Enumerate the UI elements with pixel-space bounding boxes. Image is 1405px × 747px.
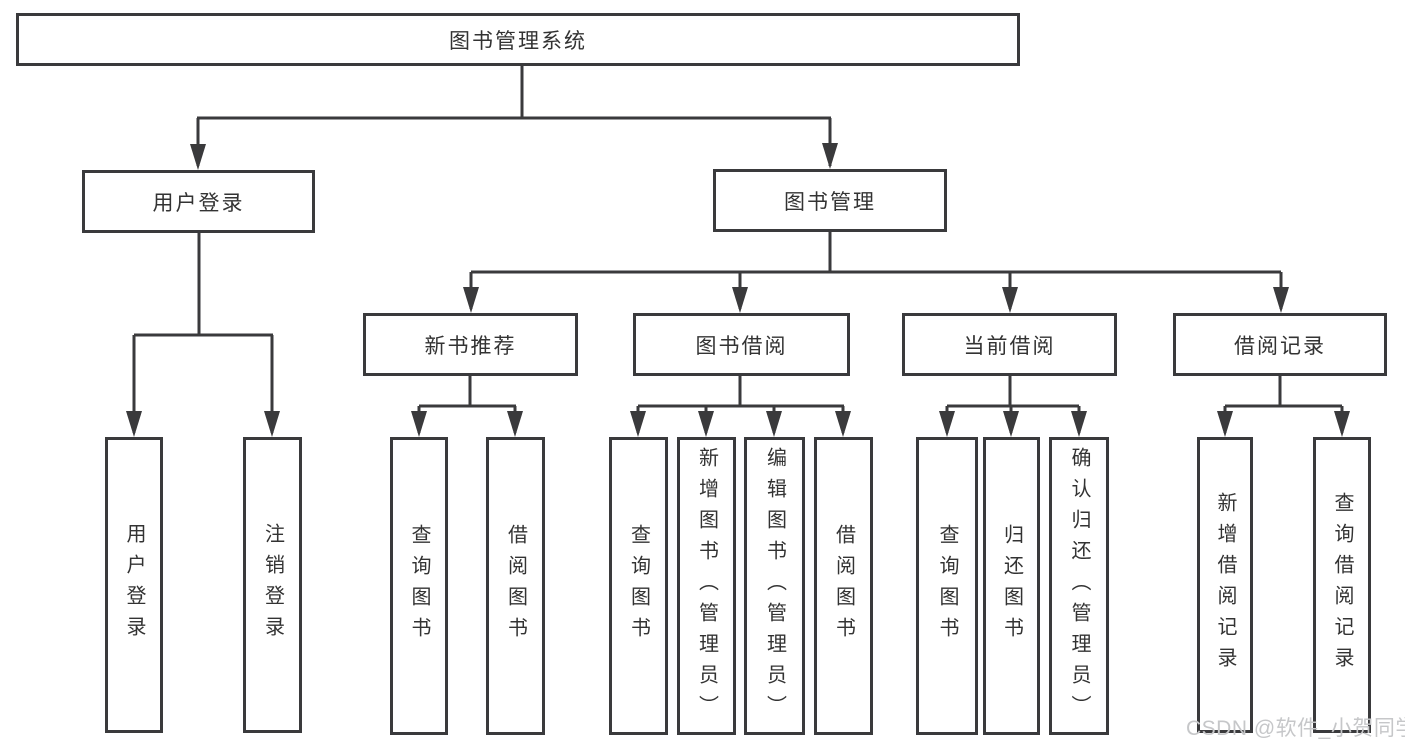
node-label: 查询图书 <box>408 524 430 648</box>
leaf-current-query-books: 查询图书 <box>916 437 978 735</box>
node-label: 归还图书 <box>1000 524 1023 648</box>
node-label: 新书推荐 <box>424 334 517 358</box>
node-label: 查询借阅记录 <box>1331 492 1353 678</box>
node-label: 当前借阅 <box>963 334 1056 358</box>
leaf-recommend-query-books: 查询图书 <box>390 437 448 735</box>
leaf-borrow-books: 借阅图书 <box>814 437 873 735</box>
leaf-confirm-return-admin: 确认归还（管理员） <box>1049 437 1109 735</box>
leaf-borrow-query-books: 查询图书 <box>609 437 668 735</box>
node-current-borrow: 当前借阅 <box>902 313 1117 376</box>
node-label: 确认归还（管理员） <box>1068 446 1090 726</box>
node-label: 查询图书 <box>936 524 958 648</box>
leaf-add-books-admin: 新增图书（管理员） <box>677 437 736 735</box>
node-label: 图书管理系统 <box>449 29 587 53</box>
csdn-watermark: CSDN @软件_小贺同学 <box>1186 717 1405 740</box>
node-label: 注销登录 <box>261 523 284 647</box>
leaf-query-borrow-record: 查询借阅记录 <box>1313 437 1371 733</box>
leaf-recommend-borrow-books: 借阅图书 <box>486 437 545 735</box>
node-label: 新增借阅记录 <box>1214 492 1236 678</box>
node-borrow-records: 借阅记录 <box>1173 313 1387 376</box>
leaf-return-books: 归还图书 <box>983 437 1040 735</box>
node-label: 借阅图书 <box>504 524 527 648</box>
node-book-borrow: 图书借阅 <box>633 313 850 376</box>
node-label: 用户登录 <box>123 523 145 647</box>
node-label: 借阅图书 <box>832 524 855 648</box>
node-user-login: 用户登录 <box>82 170 315 233</box>
node-book-management: 图书管理 <box>713 169 947 232</box>
node-label: 图书管理 <box>784 190 876 214</box>
leaf-user-login: 用户登录 <box>105 437 163 733</box>
leaf-add-borrow-record: 新增借阅记录 <box>1197 437 1253 733</box>
node-label: 编辑图书（管理员） <box>763 446 786 726</box>
node-label: 新增图书（管理员） <box>695 446 718 726</box>
node-label: 用户登录 <box>152 191 245 215</box>
leaf-edit-books-admin: 编辑图书（管理员） <box>744 437 805 735</box>
node-label: 查询图书 <box>627 524 650 648</box>
node-label: 图书借阅 <box>695 334 788 358</box>
node-new-book-recommend: 新书推荐 <box>363 313 578 376</box>
node-label: 借阅记录 <box>1234 334 1326 358</box>
node-root-system: 图书管理系统 <box>16 13 1020 66</box>
leaf-logout: 注销登录 <box>243 437 302 733</box>
